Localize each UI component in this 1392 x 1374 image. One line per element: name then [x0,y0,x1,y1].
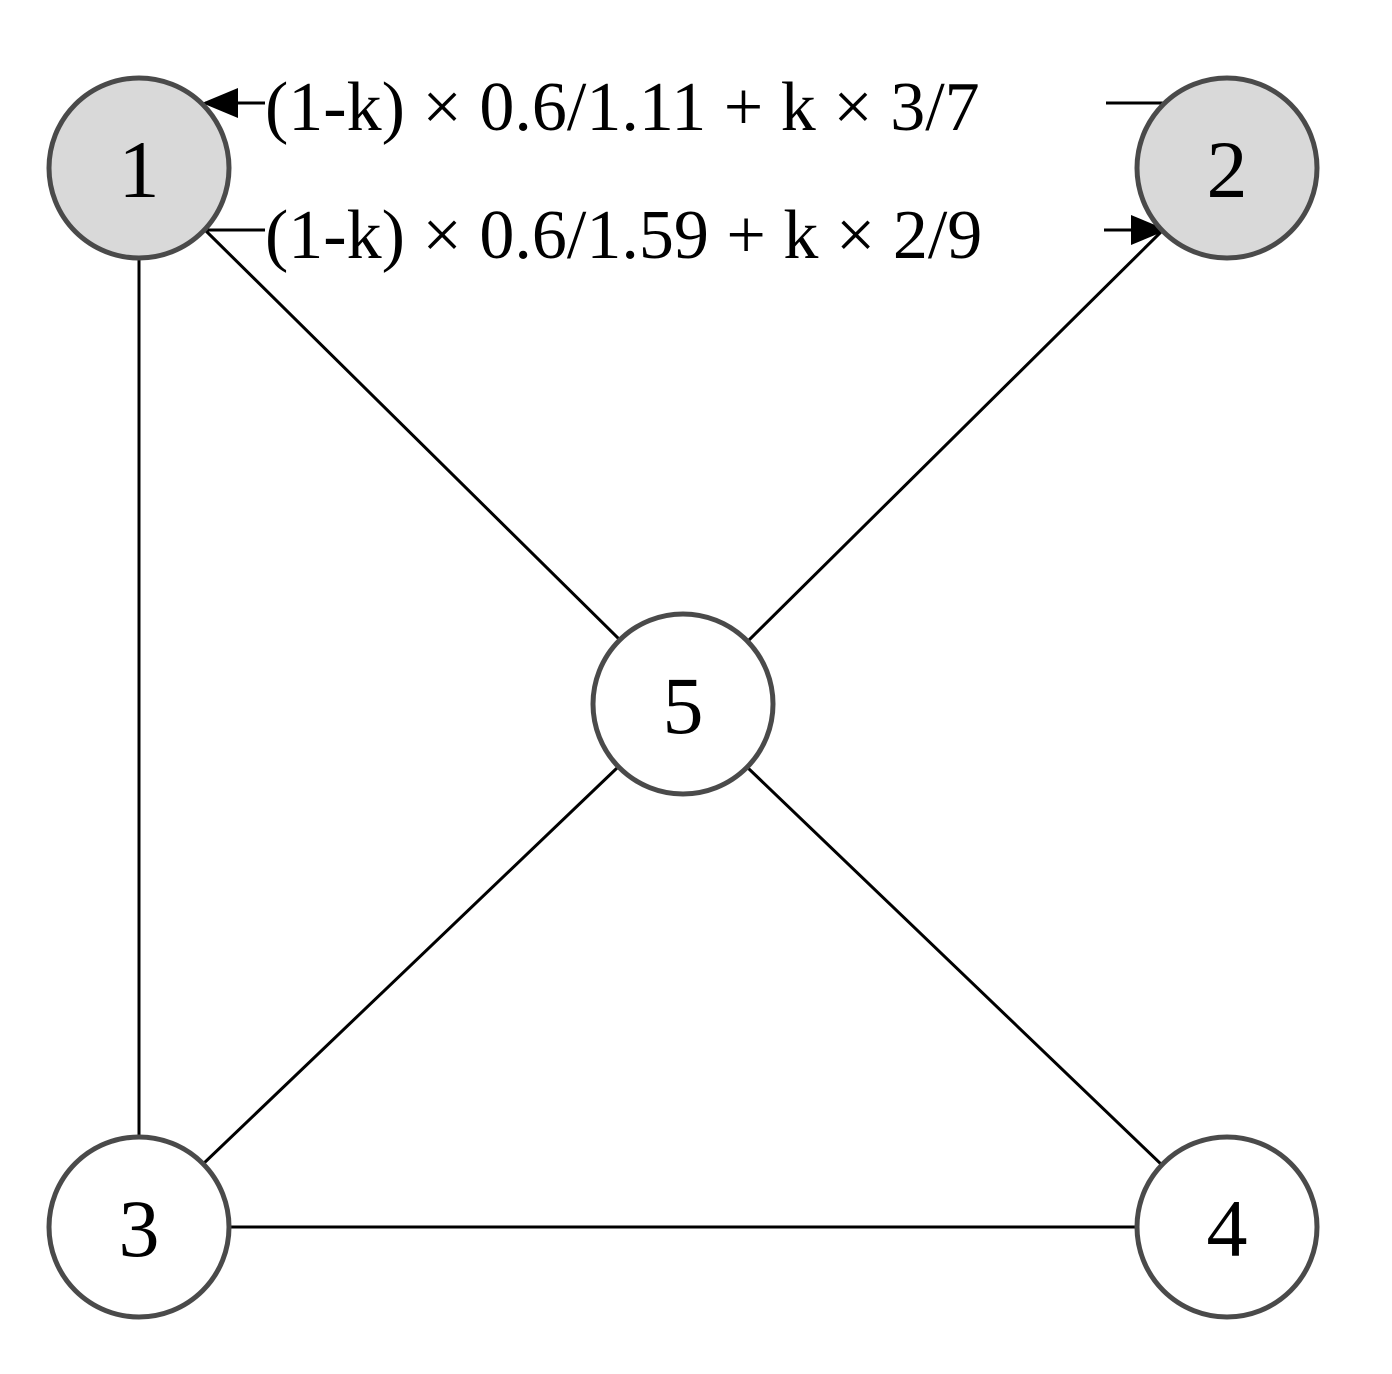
node-1: 1 [46,75,232,261]
node-4: 4 [1134,1134,1320,1320]
edge-3-5 [200,766,619,1167]
node-2: 2 [1134,75,1320,261]
node-3: 3 [46,1134,232,1320]
node-4-circle [1134,1134,1320,1320]
node-5-label: 5 [663,660,704,751]
edge-2-5 [746,227,1166,643]
node-2-label: 2 [1207,124,1248,215]
node-5-circle [590,611,776,797]
node-1-label: 1 [119,124,160,215]
edge-1-5 [203,228,622,642]
node-5: 5 [590,611,776,797]
directed-edge-1-2-label: (1-k) × 0.6/1.59 + k × 2/9 [265,197,982,274]
directed-edge-2-1-label: (1-k) × 0.6/1.11 + k × 3/7 [265,69,980,146]
edge-4-5 [746,766,1165,1168]
node-3-circle [46,1134,232,1320]
node-2-circle [1134,75,1320,261]
node-4-label: 4 [1207,1183,1248,1274]
node-3-label: 3 [119,1183,160,1274]
node-1-circle [46,75,232,261]
